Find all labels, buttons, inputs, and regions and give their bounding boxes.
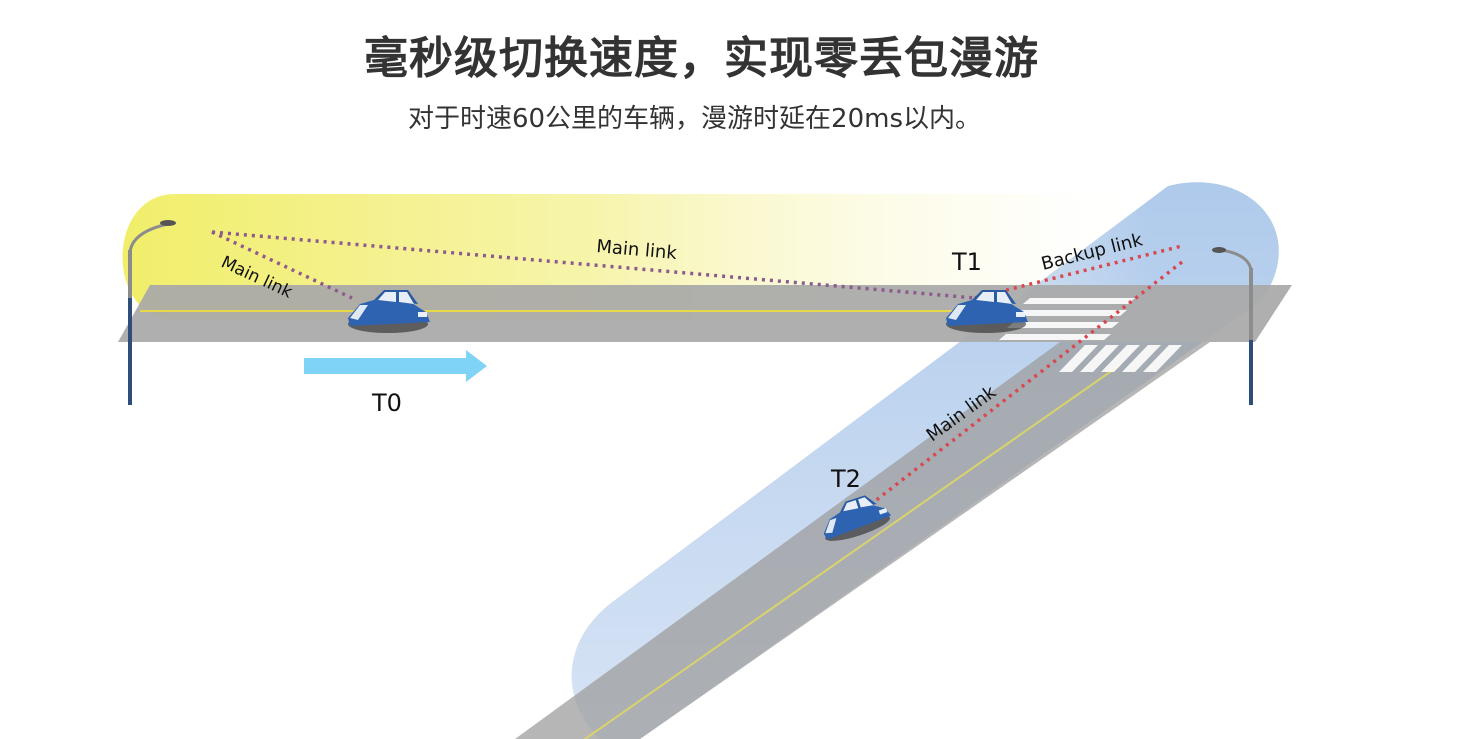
t1-label: T1 bbox=[951, 248, 982, 276]
diagonal-road bbox=[515, 342, 1210, 739]
direction-arrow bbox=[304, 350, 487, 382]
crosswalk-lower bbox=[1059, 345, 1182, 372]
crosswalk-upper bbox=[999, 298, 1135, 340]
main-link-line-left bbox=[211, 230, 353, 300]
street-light-left bbox=[128, 220, 176, 405]
page-title: 毫秒级切换速度，实现零丢包漫游 bbox=[364, 33, 1039, 84]
t2-label: T2 bbox=[830, 465, 861, 493]
street-light-right bbox=[1212, 247, 1253, 405]
t0-label: T0 bbox=[371, 389, 402, 417]
page-subtitle: 对于时速60公里的车辆，漫游时延在20ms以内。 bbox=[407, 104, 982, 134]
diagonal-road-center-line bbox=[584, 364, 1121, 739]
backup-link-line bbox=[974, 244, 1183, 300]
main-link-line-right bbox=[868, 260, 1184, 507]
